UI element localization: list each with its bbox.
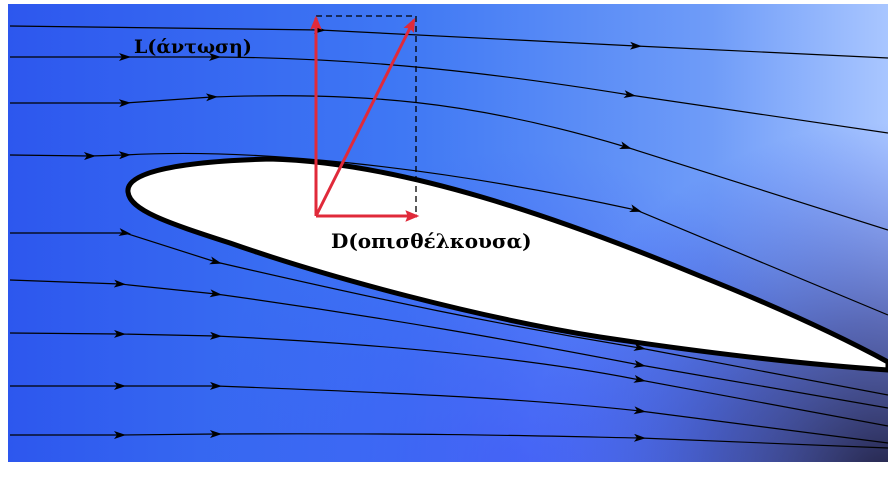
lift-label: L(άντωση): [134, 36, 252, 58]
streamline: [10, 93, 888, 231]
streamline: [10, 381, 888, 444]
streamline: [9, 329, 888, 427]
streamline: [10, 430, 888, 449]
resultant-arrow: [314, 17, 416, 217]
drag-label: D(οπισθέλκουσα): [331, 229, 532, 253]
streamline: [9, 151, 888, 316]
streamline: [9, 25, 888, 59]
streamline: [10, 52, 888, 134]
